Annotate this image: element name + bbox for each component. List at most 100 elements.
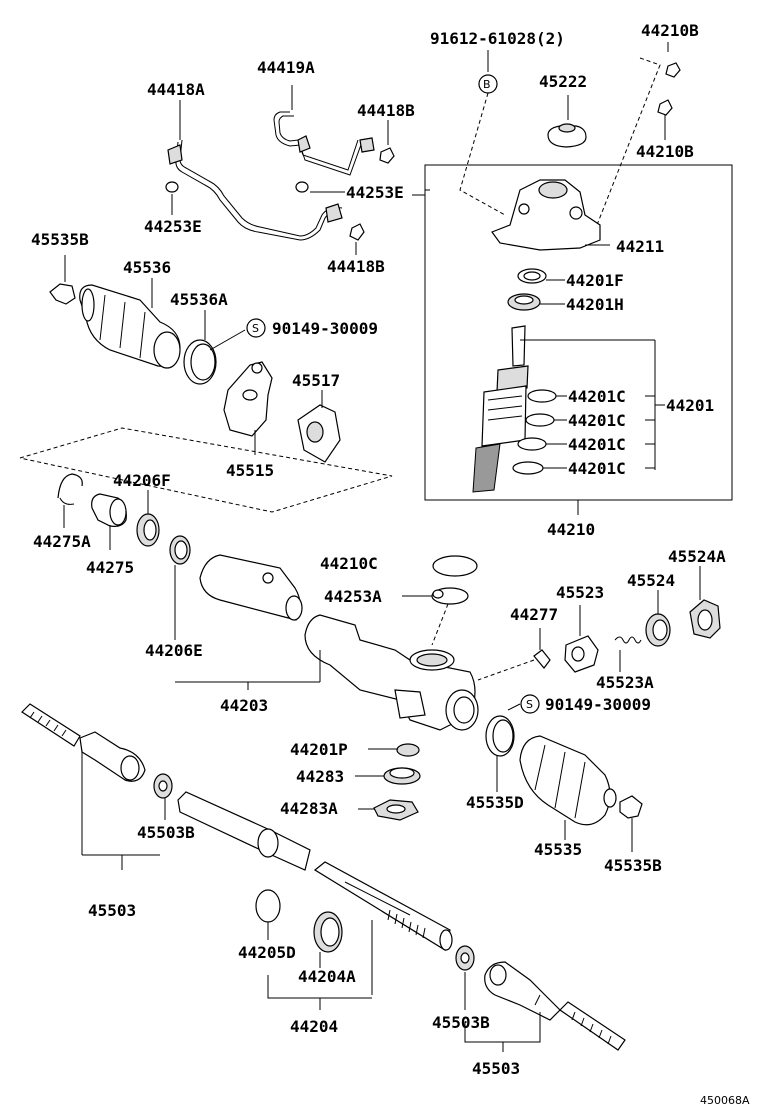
label-45535: 45535	[534, 840, 582, 859]
nut-44418b-bot	[349, 223, 365, 255]
yoke-45523	[564, 605, 599, 673]
diagram-id: 450068A	[700, 1094, 750, 1107]
washer-45503b-right	[455, 945, 475, 1010]
label-45515: 45515	[226, 461, 274, 480]
label-44201: 44201	[666, 396, 714, 415]
pinion-shaft-44201	[472, 325, 665, 493]
s-marker-top-icon	[246, 318, 266, 338]
label-45524: 45524	[627, 571, 675, 590]
bearing-44206e	[169, 535, 191, 640]
label-44205d: 44205D	[238, 943, 296, 962]
label-44201c-2: 44201C	[568, 411, 626, 430]
bearing-44206f	[136, 490, 160, 547]
bracket-44204	[267, 975, 372, 1010]
seal-44253e-right	[295, 181, 345, 193]
label-45535b-top: 45535B	[31, 230, 89, 249]
bearing-44201p	[368, 743, 420, 757]
label-44283: 44283	[296, 767, 344, 786]
marker-b-text: B	[483, 78, 491, 91]
clamp-45536a	[183, 310, 217, 385]
label-45517: 45517	[292, 371, 340, 390]
boot-45535	[519, 735, 617, 840]
label-45503-left: 45503	[88, 901, 136, 920]
label-44418b-bot: 44418B	[327, 257, 385, 276]
nut-44418b-top	[379, 120, 395, 164]
label-44210b-mid: 44210B	[636, 142, 694, 161]
label-45535d: 45535D	[466, 793, 524, 812]
label-45503b-left: 45503B	[137, 823, 195, 842]
bushing-44275	[91, 493, 127, 550]
clamp-45535b-top	[49, 255, 76, 305]
label-91612-61028: 91612-61028(2)	[430, 29, 565, 48]
label-44201h: 44201H	[566, 295, 624, 314]
dashed-bracket-outline	[19, 427, 393, 513]
label-90149-top: 90149-30009	[272, 319, 378, 338]
label-44210b-top: 44210B	[641, 21, 699, 40]
bearing-44283	[355, 767, 421, 785]
boot-45536	[79, 278, 181, 369]
label-44201p: 44201P	[290, 740, 348, 759]
bearing-44201h	[507, 293, 565, 311]
seal-44201f	[517, 268, 565, 284]
clip-44277	[477, 628, 551, 681]
seal-44253a	[402, 587, 469, 646]
tie-rod-end-right	[464, 961, 626, 1052]
plug-45524	[645, 590, 671, 647]
label-44201c-3: 44201C	[568, 435, 626, 454]
washer-45503b-left	[153, 773, 173, 820]
label-45536: 45536	[123, 258, 171, 277]
locknut-45524a	[689, 566, 721, 639]
rack-housing-44203	[175, 554, 479, 731]
s-marker-top	[209, 318, 266, 351]
s-marker-bot	[507, 694, 540, 714]
label-44211: 44211	[616, 237, 664, 256]
bushing-45517	[297, 390, 341, 463]
housing-44211	[491, 179, 610, 251]
label-44201f: 44201F	[566, 271, 624, 290]
label-45536a: 45536A	[170, 290, 228, 309]
label-45222: 45222	[539, 72, 587, 91]
label-44210c: 44210C	[320, 554, 378, 573]
rack-bar	[177, 791, 453, 995]
label-45503-right: 45503	[472, 1059, 520, 1078]
label-90149-bot: 90149-30009	[545, 695, 651, 714]
label-44253a: 44253A	[324, 587, 382, 606]
ring-44204a	[313, 911, 343, 968]
label-44275a: 44275A	[33, 532, 91, 551]
seal-44253e-left	[165, 181, 179, 215]
ring-44205d	[255, 889, 281, 940]
clamp-45535d	[485, 715, 515, 792]
label-45523: 45523	[556, 583, 604, 602]
label-44277: 44277	[510, 605, 558, 624]
label-44201c-1: 44201C	[568, 387, 626, 406]
nut-44283a	[358, 799, 419, 821]
label-45523a: 45523A	[596, 673, 654, 692]
label-45524a: 45524A	[668, 547, 726, 566]
spring-45523a	[614, 636, 642, 672]
label-44204: 44204	[290, 1017, 338, 1036]
label-44203: 44203	[220, 696, 268, 715]
seal-rings-44201c	[512, 389, 655, 475]
s-marker-bot-icon	[520, 694, 540, 714]
label-44206e: 44206E	[145, 641, 203, 660]
bolt-dashed-leaders	[459, 42, 669, 231]
bolt-44210b-top	[665, 62, 681, 78]
gear-housing-group-box	[412, 164, 733, 515]
tie-rod-end-left	[21, 703, 160, 870]
label-45535b-bot: 45535B	[604, 856, 662, 875]
callout-labels: 91612-61028(2) 44210B 44210B 45222 44419…	[31, 21, 750, 1107]
pressure-tubes	[167, 85, 375, 241]
label-44418a: 44418A	[147, 80, 205, 99]
label-45503b-right: 45503B	[432, 1013, 490, 1032]
marker-s-top-text: S	[252, 322, 259, 335]
label-44419a: 44419A	[257, 58, 315, 77]
label-44204a: 44204A	[298, 967, 356, 986]
label-44253e-left: 44253E	[144, 217, 202, 236]
clamp-45535b-bot	[619, 795, 643, 852]
label-44283a: 44283A	[280, 799, 338, 818]
snap-ring-44275a	[57, 473, 83, 528]
label-44206f: 44206F	[113, 471, 171, 490]
cap-45222	[547, 95, 587, 148]
